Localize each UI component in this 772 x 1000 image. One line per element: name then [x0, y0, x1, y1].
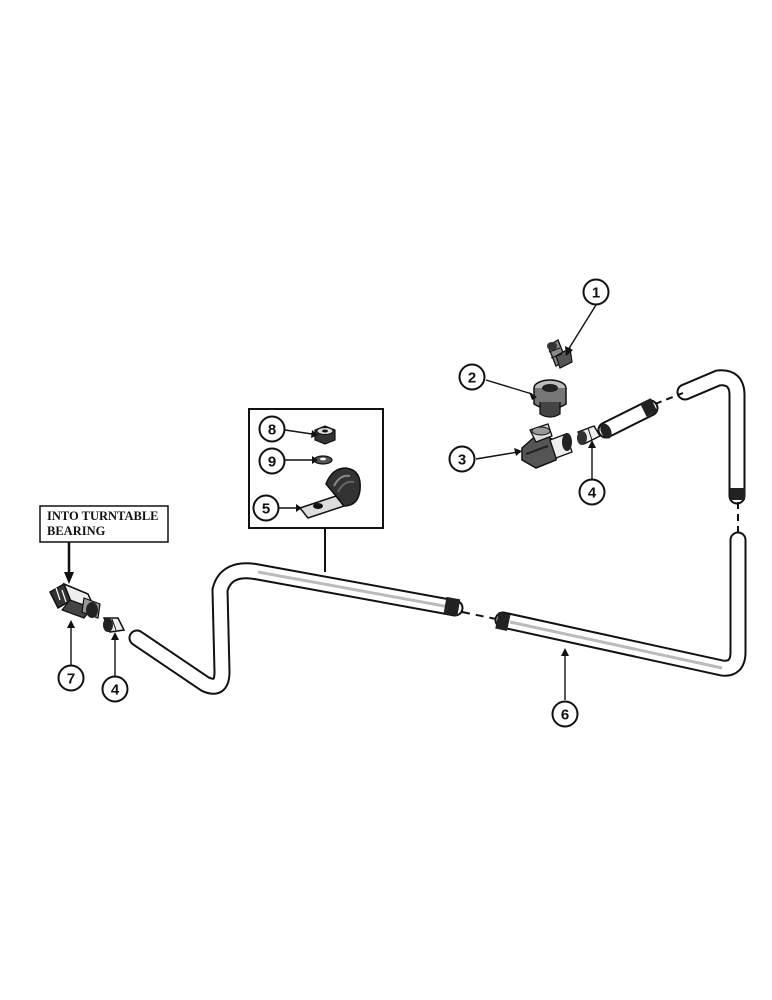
- callout-2: 2: [458, 363, 486, 391]
- callout-9: 9: [258, 447, 286, 475]
- callout-4-lower-label: 4: [111, 682, 120, 699]
- callout-4-upper: 4: [578, 478, 606, 506]
- callout-4-upper-label: 4: [588, 485, 597, 502]
- grease-nipple-1: [547, 339, 573, 369]
- callout-4-lower: 4: [101, 675, 129, 703]
- callout-1: 1: [582, 278, 610, 306]
- callout-3-label: 3: [458, 452, 466, 469]
- clip-clamp-5: [298, 467, 361, 519]
- leader-lines: [70, 304, 597, 700]
- callout-6: 6: [551, 700, 579, 728]
- callout-3: 3: [448, 445, 476, 473]
- callout-1-label: 1: [592, 285, 600, 302]
- callout-8-label: 8: [268, 422, 276, 439]
- nut-8: [314, 425, 336, 445]
- callout-6-label: 6: [561, 707, 569, 724]
- callout-8: 8: [258, 415, 286, 443]
- lube-tube: [128, 369, 747, 695]
- adapter-2: [533, 379, 567, 418]
- elbow-fitting-3: [521, 423, 573, 469]
- note-into-turntable-bearing: INTO TURNTABLE BEARING: [39, 505, 169, 584]
- note-line-1: INTO TURNTABLE: [47, 509, 159, 523]
- leader-arrowheads: [67, 346, 596, 656]
- callout-2-label: 2: [468, 370, 476, 387]
- callout-5: 5: [252, 494, 280, 522]
- grease-fitting-7: [49, 582, 101, 619]
- connector-fitting-4-upper: [577, 425, 601, 445]
- callout-7-label: 7: [67, 671, 75, 688]
- callout-7: 7: [57, 664, 85, 692]
- connector-fitting-4-lower: [102, 617, 126, 633]
- note-line-2: BEARING: [47, 524, 106, 538]
- callout-5-label: 5: [262, 501, 270, 518]
- callout-9-label: 9: [268, 454, 276, 471]
